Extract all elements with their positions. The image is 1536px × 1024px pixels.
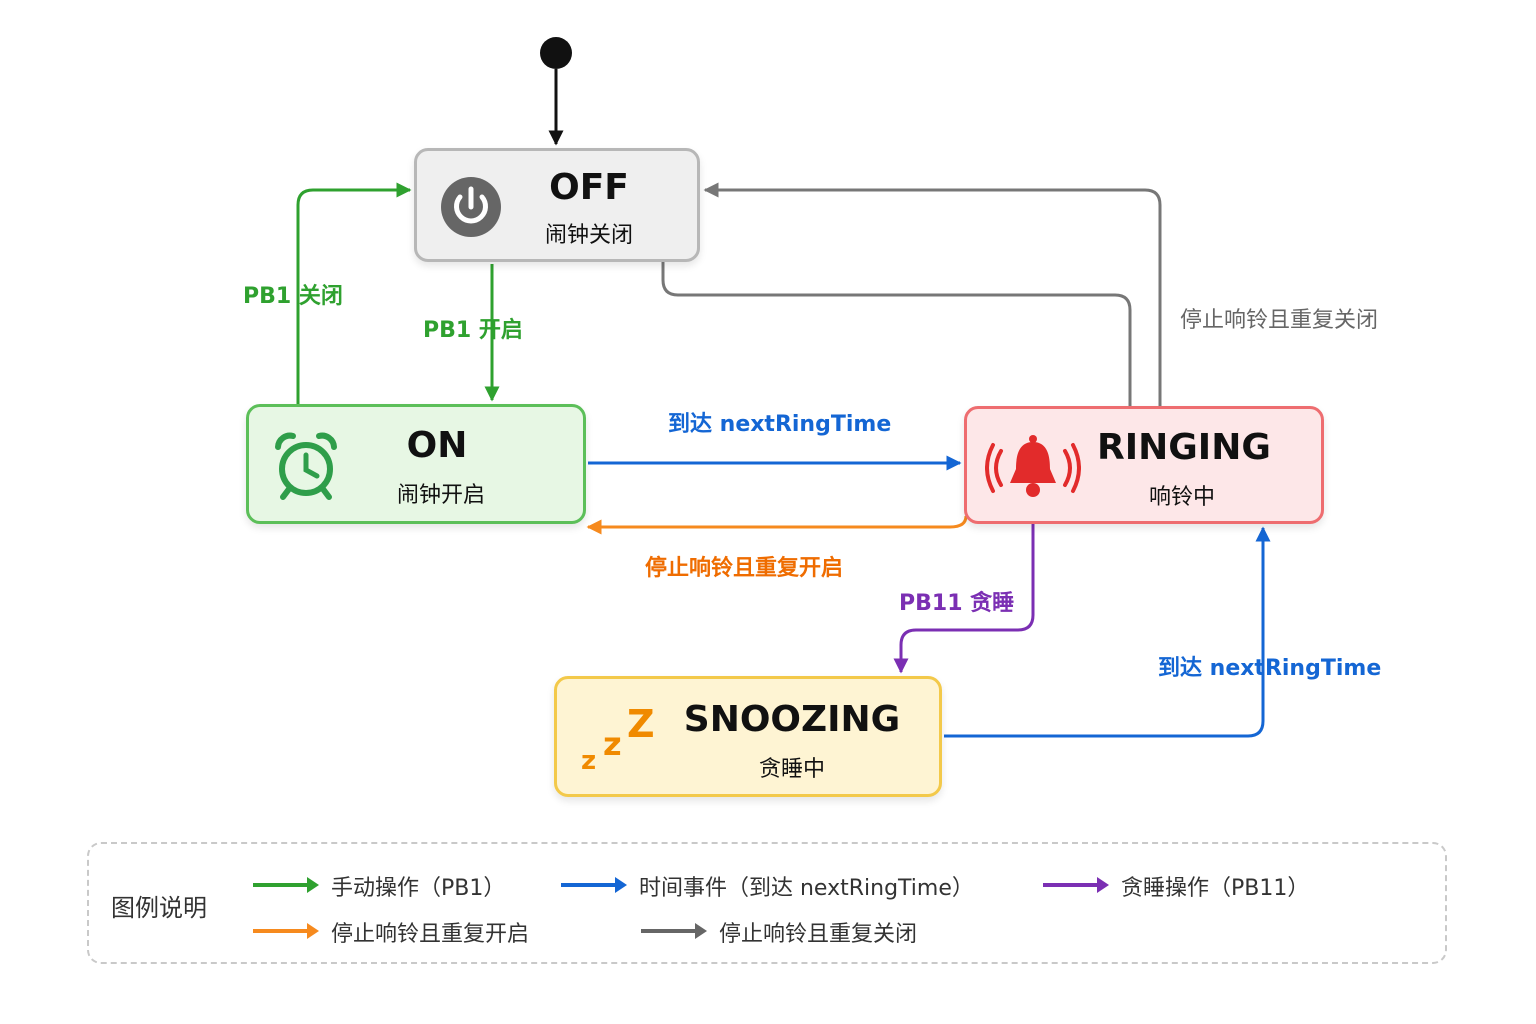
- state-on: ON 闹钟开启: [246, 404, 586, 524]
- edge-off-to-ringing-gray: [661, 262, 1132, 406]
- legend-label: 手动操作（PB1）: [331, 876, 506, 901]
- alarm-clock-icon: [275, 432, 337, 500]
- state-subtitle: 闹钟开启: [396, 483, 485, 508]
- initial-state-dot: [540, 37, 572, 69]
- legend-arrow-green: [253, 877, 319, 893]
- edge-label-stop-repeat-on: 停止响铃且重复开启: [645, 556, 844, 581]
- legend-arrow-blue: [561, 877, 627, 893]
- state-subtitle: 贪睡中: [758, 757, 825, 782]
- svg-text:z: z: [581, 746, 596, 775]
- power-icon: [441, 177, 501, 237]
- state-title: ON: [406, 425, 468, 466]
- state-title: RINGING: [1097, 427, 1271, 468]
- legend-arrow-purple: [1043, 877, 1109, 893]
- state-title: OFF: [549, 167, 629, 208]
- legend-label: 停止响铃且重复关闭: [719, 922, 918, 947]
- legend-label: 贪睡操作（PB11）: [1121, 876, 1310, 901]
- edge-label-pb1-off: PB1 关闭: [243, 284, 343, 309]
- svg-text:z: z: [603, 725, 622, 763]
- state-title: SNOOZING: [683, 699, 901, 740]
- edge-label-pb1-on: PB1 开启: [423, 318, 523, 343]
- edge-ringing-to-on: [586, 515, 968, 535]
- legend-title: 图例说明: [111, 894, 207, 922]
- legend-label: 停止响铃且重复开启: [331, 922, 530, 947]
- edge-label-arrive-snoozing-ringing: 到达 nextRingTime: [1158, 656, 1382, 681]
- zzz-icon: z z Z: [581, 705, 655, 775]
- bell-icon: [985, 435, 1081, 497]
- state-snoozing: z z Z SNOOZING 贪睡中: [554, 676, 942, 797]
- legend: 图例说明 手动操作（PB1） 时间事件（到达 nextRingTime） 贪睡操…: [87, 842, 1447, 964]
- legend-arrow-orange: [253, 923, 319, 939]
- edge-label-arrive-on-ringing: 到达 nextRingTime: [668, 412, 892, 437]
- edge-ringing-to-snoozing: [893, 524, 1035, 674]
- svg-text:Z: Z: [627, 705, 655, 746]
- edge-label-stop-repeat-off: 停止响铃且重复关闭: [1180, 308, 1379, 333]
- edge-snoozing-to-ringing: [944, 526, 1271, 738]
- state-subtitle: 响铃中: [1148, 485, 1215, 510]
- state-subtitle: 闹钟关闭: [544, 223, 633, 248]
- edge-ringing-to-off: [703, 182, 1162, 406]
- state-off: OFF 闹钟关闭: [414, 148, 700, 262]
- edge-on-to-off: [296, 182, 412, 404]
- legend-arrow-gray: [641, 923, 707, 939]
- edge-label-pb11-snooze: PB11 贪睡: [899, 591, 1015, 616]
- state-ringing: RINGING 响铃中: [964, 406, 1324, 524]
- legend-label: 时间事件（到达 nextRingTime）: [639, 876, 974, 901]
